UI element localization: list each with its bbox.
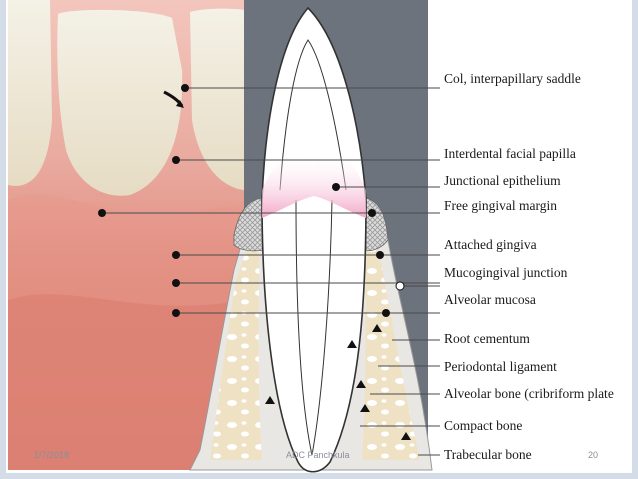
footer-date: 1/7/2018 [34, 450, 70, 460]
label-interdental-papilla: Interdental facial papilla [444, 146, 576, 161]
tooth-right [190, 8, 244, 190]
label-alveolar-bone: Alveolar bone (cribriform plate [444, 386, 614, 401]
tooth-center [57, 9, 183, 196]
label-periodontal-ligament: Periodontal ligament [444, 359, 557, 374]
label-junctional-epithelium: Junctional epithelium [444, 173, 561, 188]
label-col: Col, interpapillary saddle [444, 71, 581, 86]
leader-lines [102, 87, 440, 456]
label-compact-bone: Compact bone [444, 418, 523, 433]
label-trabecular-bone: Trabecular bone [444, 447, 532, 462]
footer-author: ADC Panchkula [286, 450, 350, 460]
junctional-epithelium-area [262, 151, 366, 218]
label-alveolar-mucosa: Alveolar mucosa [444, 292, 536, 307]
gum-photo [8, 0, 244, 471]
tooth-cross-section [189, 6, 433, 473]
tooth-left [8, 0, 52, 186]
label-root-cementum: Root cementum [444, 331, 530, 346]
footer-page-number: 20 [588, 450, 599, 460]
tooth-section [261, 6, 367, 473]
trabecular-bone-left [210, 240, 262, 460]
label-mucogingival-junction: Mucogingival junction [444, 265, 568, 280]
label-attached-gingiva: Attached gingiva [444, 237, 537, 252]
pointer-dots [98, 84, 405, 317]
label-free-gingival-margin: Free gingival margin [444, 198, 557, 213]
trabecular-bone-right [362, 240, 420, 460]
